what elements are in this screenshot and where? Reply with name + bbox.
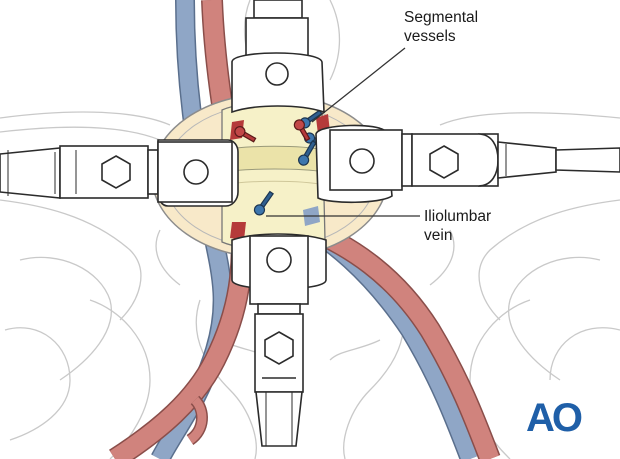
clip-5	[293, 119, 311, 142]
segmental-vessels-label: Segmental vessels	[404, 8, 478, 46]
clip-3	[298, 140, 317, 166]
leader-lines	[266, 47, 420, 217]
leader-segmental	[311, 47, 406, 123]
round-screw-icon	[349, 148, 375, 174]
clip-4	[253, 190, 274, 216]
retractor-left	[0, 139, 239, 207]
ligation-clips	[234, 109, 329, 216]
clip-6	[234, 126, 257, 143]
retractor-top	[231, 0, 325, 114]
retractor-bottom	[231, 233, 327, 447]
hex-screw-icon	[429, 145, 459, 179]
round-screw-icon	[266, 247, 292, 273]
iliolumbar-vein-label: Iliolumbar vein	[424, 207, 491, 245]
hex-screw-icon	[101, 155, 131, 189]
ao-logo: AO	[526, 396, 583, 440]
segmental-line-1: Segmental	[404, 9, 479, 26]
iliolumbar-line-1: Iliolumbar	[424, 208, 492, 225]
hex-screw-icon	[264, 331, 294, 365]
round-screw-icon	[183, 159, 209, 185]
retractor-right	[315, 124, 620, 204]
segmental-line-2: vessels	[404, 28, 456, 45]
iliolumbar-line-2: vein	[424, 227, 453, 244]
